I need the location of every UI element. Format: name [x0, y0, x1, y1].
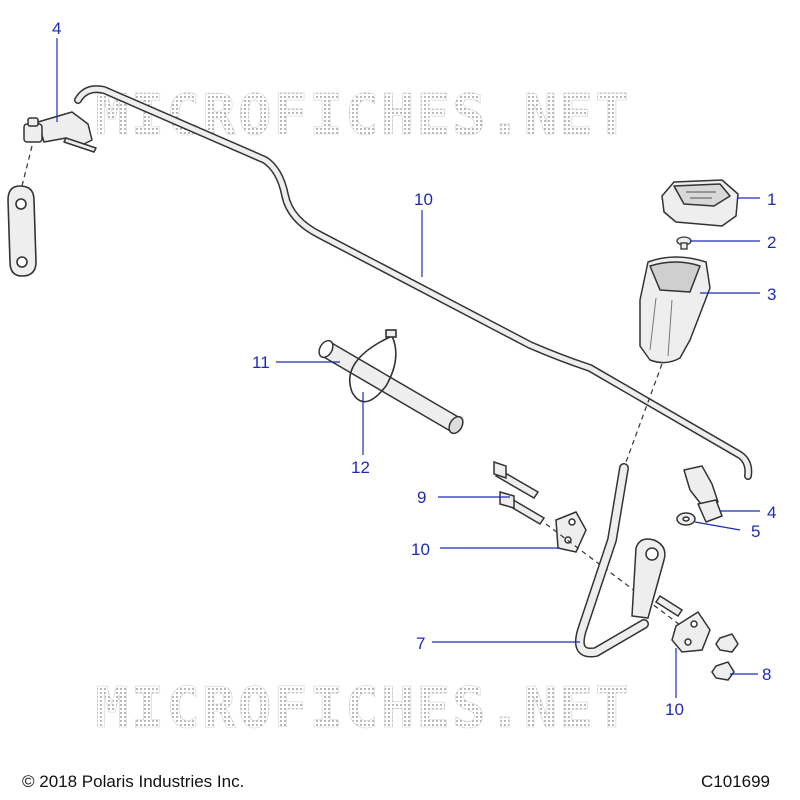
leader-dashed-bolt-path	[545, 523, 701, 641]
leader-dashed-4-link	[21, 145, 33, 187]
nuts	[711, 633, 739, 681]
copyright-notice: © 2018 Polaris Industries Inc.	[22, 772, 245, 791]
screw	[676, 236, 692, 250]
callout-3: 3	[767, 285, 776, 304]
link-plate	[7, 185, 37, 277]
bushing-right	[671, 610, 711, 653]
callout-9: 9	[417, 488, 426, 507]
callout-leaders	[56, 38, 760, 698]
callout-12: 12	[351, 458, 370, 477]
rod-end-bracket-top	[23, 111, 97, 153]
callout-11: 11	[252, 353, 270, 372]
callout-1: 1	[767, 190, 776, 209]
shift-knob-cap	[661, 179, 739, 227]
sleeve-tube	[318, 339, 464, 435]
washer	[676, 512, 696, 526]
shift-lever-plate	[631, 538, 684, 619]
bushing-left	[555, 511, 587, 553]
callout-4-right: 4	[767, 503, 776, 522]
leader-dashed-3-7	[625, 363, 663, 463]
callout-labels: 4 10 1 2 3 11 12 9 4 5 10 7 8 10	[52, 19, 776, 719]
drawing-id: C101699	[700, 772, 770, 791]
callout-6: 10	[414, 190, 433, 209]
callout-4-top: 4	[52, 19, 61, 38]
shift-knob-body	[639, 256, 711, 364]
watermark-top: MICROFICHES.NET	[95, 83, 631, 148]
bolts	[493, 460, 546, 526]
callout-10-right: 10	[665, 700, 684, 719]
callout-10-left: 10	[411, 540, 430, 559]
callout-7: 7	[416, 634, 425, 653]
callout-2: 2	[767, 233, 776, 252]
callout-8: 8	[762, 665, 771, 684]
watermark-bottom: MICROFICHES.NET	[95, 676, 631, 741]
callout-5: 5	[751, 522, 760, 541]
rod-end-bracket-right	[683, 465, 723, 523]
shift-lever	[574, 463, 649, 658]
shift-rod	[74, 85, 753, 480]
